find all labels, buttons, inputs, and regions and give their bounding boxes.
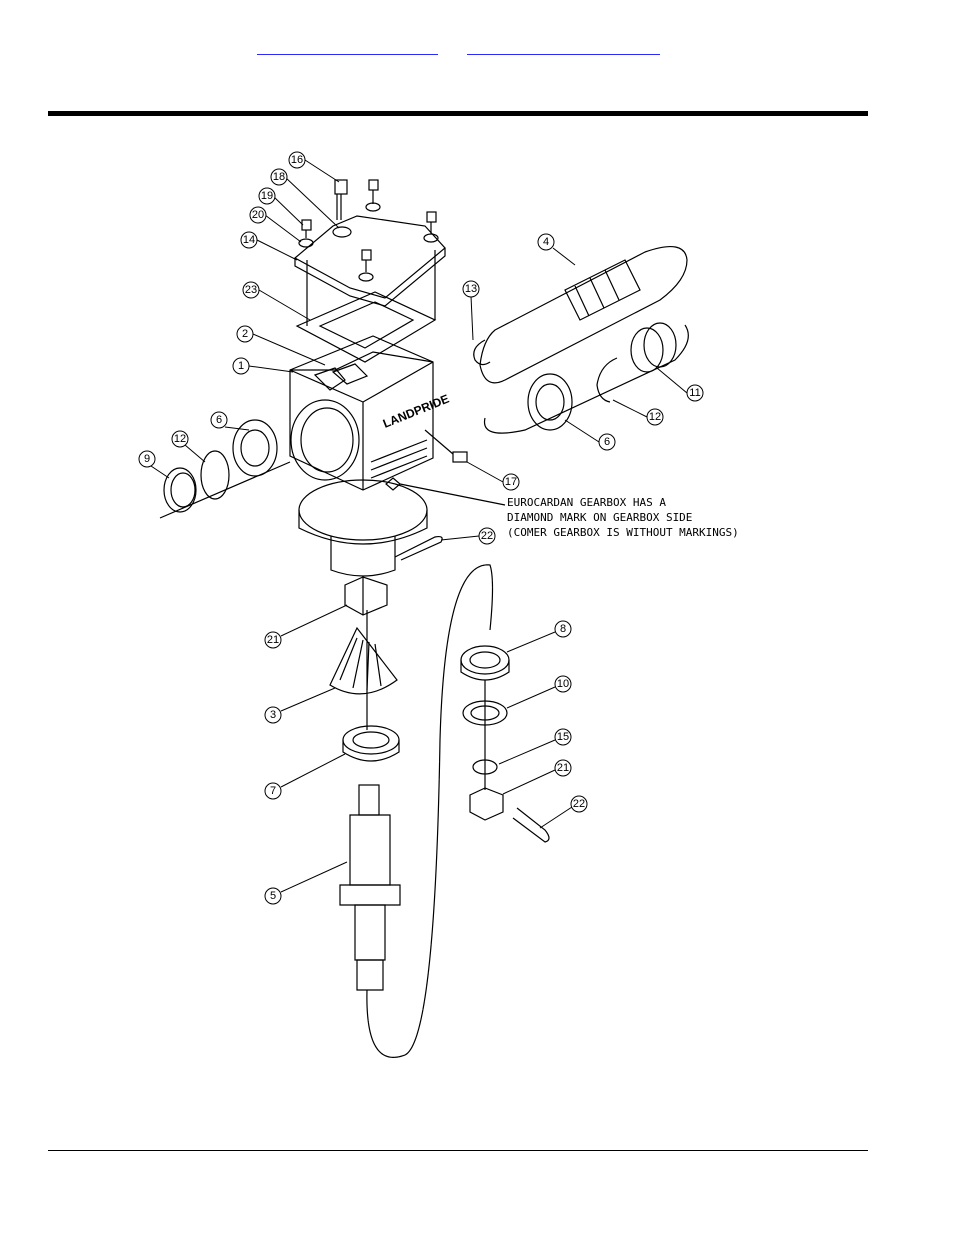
note-leader: [400, 484, 505, 505]
header-link-2[interactable]: [467, 38, 660, 55]
housing-brand-text: LANDPRIDE: [381, 392, 451, 431]
header-rule: [48, 111, 868, 116]
output-shaft: [340, 785, 400, 990]
callout-9: 9: [144, 453, 150, 465]
callout-7: 7: [270, 785, 276, 797]
note-line-1: EUROCARDAN GEARBOX HAS A: [507, 496, 666, 509]
callout-18: 18: [273, 171, 285, 183]
bearing-7: [343, 726, 399, 761]
breather-plug: [425, 430, 467, 462]
callout-8: 8: [560, 623, 566, 635]
input-shaft: [480, 247, 687, 383]
callout-4: 4: [543, 236, 549, 248]
callout-17: 17: [505, 476, 517, 488]
callout-20: 20: [252, 209, 264, 221]
callout-13: 13: [465, 283, 477, 295]
callout-16: 16: [291, 154, 303, 166]
bevel-gear: [330, 610, 397, 730]
callout-11: 11: [689, 387, 700, 399]
castle-nut: [345, 577, 387, 615]
callout-19: 19: [261, 190, 273, 202]
callout-23: 23: [245, 284, 257, 296]
callout-12-right: 12: [649, 411, 661, 423]
gearbox-exploded-diagram: LANDPRIDE: [135, 140, 745, 1080]
callout-1: 1: [238, 360, 244, 372]
cover-bolts: [299, 180, 438, 281]
cotter-pin-top: [395, 537, 442, 560]
callout-15: 15: [557, 731, 569, 743]
note-line-3: (COMER GEARBOX IS WITHOUT MARKINGS): [507, 526, 739, 539]
gearbox-housing: [290, 336, 433, 576]
callout-5: 5: [270, 890, 276, 902]
right-lower-parts: [461, 646, 549, 842]
callout-2: 2: [242, 328, 248, 340]
assembly-path-line: [367, 565, 493, 1058]
callout-21-right: 21: [557, 762, 569, 774]
callout-6-left: 6: [216, 414, 222, 426]
diagram-svg: LANDPRIDE: [135, 140, 745, 1080]
note-line-2: DIAMOND MARK ON GEARBOX SIDE: [507, 511, 692, 524]
callout-22-top: 22: [481, 530, 493, 542]
callout-14: 14: [243, 234, 255, 246]
callout-21-left: 21: [267, 634, 279, 646]
header-link-1[interactable]: [257, 38, 438, 55]
callout-6-right: 6: [604, 436, 610, 448]
callout-10: 10: [557, 678, 569, 690]
callout-3: 3: [270, 709, 276, 721]
callout-12-left: 12: [174, 433, 186, 445]
footer-rule: [48, 1150, 868, 1151]
callout-22-bottom: 22: [573, 798, 585, 810]
cover-plate: [295, 216, 445, 306]
